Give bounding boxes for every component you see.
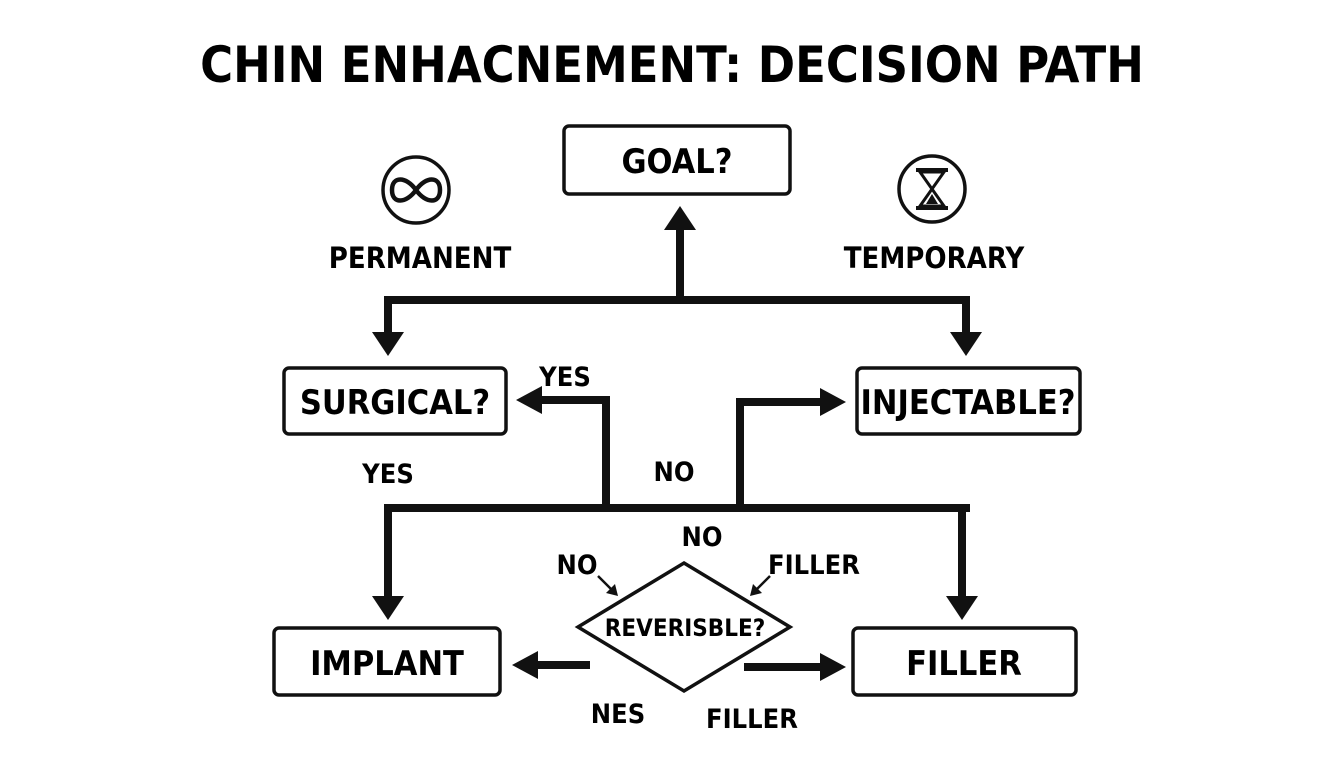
temporary-label: TEMPORARY: [844, 241, 1026, 275]
implant-node: IMPLANT: [272, 626, 502, 697]
permanent-label: PERMANENT: [329, 241, 512, 275]
page-title: CHIN ENHACNEMENT: DECISION PATH: [200, 36, 1144, 94]
edge-label-filler-diamond: FILLER: [768, 550, 860, 581]
edge-label-nes-bottom: NES: [591, 699, 645, 730]
surgical-label: SURGICAL?: [300, 383, 490, 423]
edge-label-yes-top: YES: [538, 362, 591, 393]
implant-label: IMPLANT: [310, 644, 464, 684]
hourglass-icon: [897, 154, 967, 224]
injectable-label: INJECTABLE?: [860, 383, 1075, 423]
injectable-node: INJECTABLE?: [855, 366, 1082, 436]
filler-pointer-arrow: [750, 575, 771, 596]
reversible-label: REVERISBLE?: [605, 614, 766, 642]
edge-label-no-mid: NO: [682, 522, 723, 553]
infinity-icon: [381, 155, 451, 225]
edge-label-no-diamond: NO: [557, 550, 598, 581]
surgical-node: SURGICAL?: [282, 366, 508, 436]
no-pointer-arrow: [597, 575, 618, 596]
edge-label-filler-bottom: FILLER: [706, 704, 798, 735]
edge-label-yes-left: YES: [361, 459, 414, 490]
goal-node: GOAL?: [562, 124, 792, 196]
goal-label: GOAL?: [621, 142, 732, 182]
reversible-decision-node: REVERISBLE?: [574, 560, 794, 694]
filler-label: FILLER: [906, 644, 1022, 684]
filler-node: FILLER: [851, 626, 1078, 697]
edge-label-no-center: NO: [654, 457, 695, 488]
